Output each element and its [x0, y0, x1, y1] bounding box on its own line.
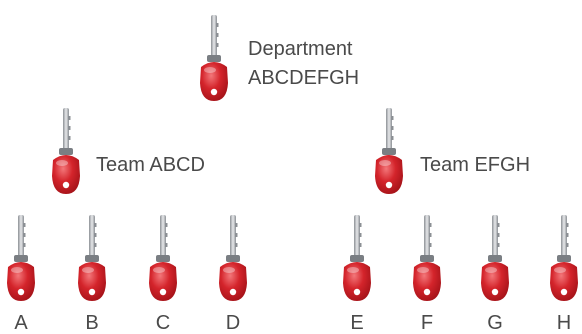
key-icon-team-efgh — [375, 108, 403, 194]
member-label-b: B — [85, 312, 99, 334]
member-label-f: F — [420, 312, 434, 334]
root-label-line1: Department — [248, 38, 353, 60]
member-label-g: G — [487, 312, 503, 334]
member-label-c: C — [155, 312, 171, 334]
key-icon-member-b — [78, 215, 106, 301]
member-label-a: A — [14, 312, 28, 334]
key-icon-member-h — [550, 215, 578, 301]
key-icon-root — [200, 15, 228, 101]
member-label-h: H — [556, 312, 572, 334]
team-label-efgh: Team EFGH — [420, 154, 531, 176]
member-label-e: E — [350, 312, 364, 334]
key-icon-member-e — [343, 215, 371, 301]
key-icon-member-g — [481, 215, 509, 301]
root-label-line2: ABCDEFGH — [248, 67, 360, 89]
key-icon-member-a — [7, 215, 35, 301]
key-icon-member-f — [413, 215, 441, 301]
key-icon-member-d — [219, 215, 247, 301]
team-label-abcd: Team ABCD — [96, 154, 205, 176]
member-label-d: D — [225, 312, 241, 334]
key-icon-member-c — [149, 215, 177, 301]
key-icon-team-abcd — [52, 108, 80, 194]
